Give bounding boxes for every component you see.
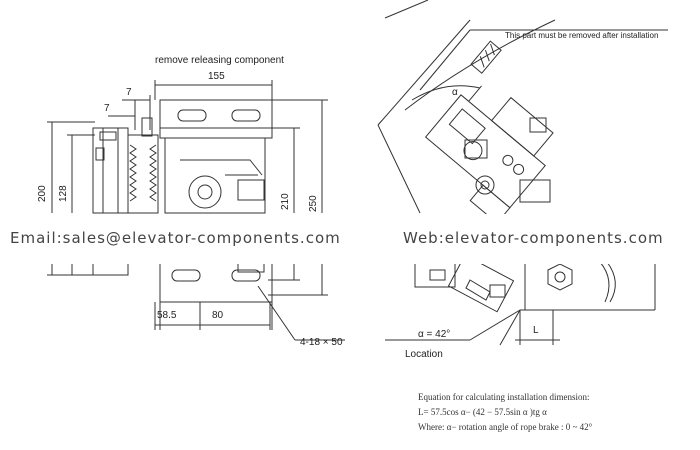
watermark-banner [0,214,700,264]
l-label: L [533,325,539,336]
dim-height-outer: 200 [37,185,48,202]
dim-bottom-left: 58.5 [157,310,177,321]
dim-height-mid: 210 [280,193,291,210]
equation-title: Equation for calculating installation di… [418,392,590,402]
removal-note: This part must be removed after installa… [505,31,659,40]
equation: L= 57.5cos α− (42 − 57.5sin α )tg α [418,407,547,417]
dim-offset-b: 7 [104,103,110,114]
left-view-drawing [47,80,345,341]
equation-where: Where: α− rotation angle of rope brake :… [418,422,593,432]
alpha-symbol: α [452,87,458,98]
dim-height-inner: 128 [58,185,69,202]
dim-width-top: 155 [208,71,225,82]
left-view-title: remove releasing component [155,55,284,66]
watermark-email: Email:sales@elevator-components.com [10,229,341,247]
location-label: Location [405,349,443,360]
watermark-web: Web:elevator-components.com [403,229,664,247]
alpha-value: α = 42° [418,329,451,340]
dim-bottom-right: 80 [212,310,224,321]
dim-offset-a: 7 [126,87,132,98]
dim-height-right: 250 [308,195,319,212]
right-view-drawing [377,0,668,346]
dim-holes: 4-18 × 50 [300,337,343,348]
